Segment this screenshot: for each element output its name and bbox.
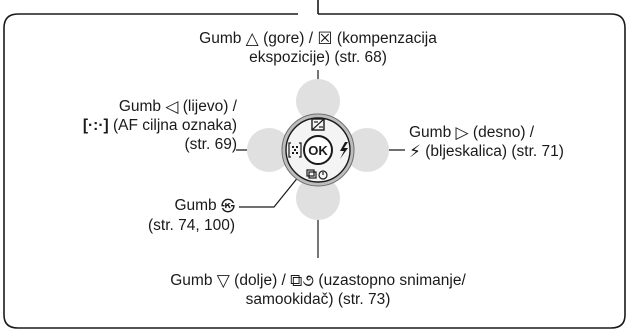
lobe-bottom [296, 176, 340, 220]
label-left-prefix: Gumb [118, 98, 162, 115]
lobe-right [345, 128, 389, 172]
label-up-suffix: (kompenzacija [336, 30, 437, 47]
label-right: Gumb ▷ (desno) / ⚡ (bljeskalica) (str. 7… [409, 123, 624, 161]
label-right-prefix: Gumb [409, 124, 452, 141]
label-down-suffix: (uzastopno snimanje/ [318, 272, 466, 289]
label-left: Gumb ◁ (lijevo) / [·:·] (AF ciljna oznak… [40, 97, 237, 154]
label-left-line2-text: (AF ciljna oznaka) [112, 117, 237, 134]
label-right-suffix: (desno) / [472, 124, 535, 141]
label-left-line3: (str. 69) [184, 136, 237, 153]
lobe-top [296, 79, 340, 123]
label-down-prefix: Gumb [170, 272, 213, 289]
af-target-icon [288, 142, 302, 158]
dial-lobes [247, 79, 389, 220]
label-up-line1: Gumb △ (gore) / ☒ (kompenzacija [140, 29, 496, 48]
label-down-middle: (dolje) / [234, 272, 286, 289]
label-up: Gumb △ (gore) / ☒ (kompenzacija ekspozic… [140, 29, 496, 67]
exposure-compensation-icon: ☒ [317, 29, 333, 49]
sequential-self-timer-icon [306, 169, 328, 180]
ok-button-icon: ㉿ [221, 199, 235, 215]
label-up-middle: (gore) / [263, 30, 314, 47]
label-up-prefix: Gumb [199, 30, 242, 47]
label-left-line2: [·:·] (AF ciljna oznaka) [40, 116, 237, 135]
label-down-line1: Gumb ▽ (dolje) / ⧉૭ (uzastopno snimanje/ [110, 271, 526, 290]
up-triangle-icon: △ [245, 29, 259, 49]
label-ok-line1: Gumb ㉿ [100, 196, 235, 216]
right-triangle-icon: ▷ [455, 123, 469, 143]
ok-center-button [303, 135, 333, 165]
label-up-line2: ekspozicije) (str. 68) [249, 49, 387, 66]
label-down: Gumb ▽ (dolje) / ⧉૭ (uzastopno snimanje/… [110, 271, 526, 309]
exposure-compensation-icon [311, 118, 325, 131]
label-left-line1: Gumb ◁ (lijevo) / [40, 97, 237, 116]
left-triangle-icon: ◁ [165, 97, 179, 117]
label-right-line1: Gumb ▷ (desno) / [409, 123, 624, 142]
label-ok-prefix: Gumb [174, 197, 217, 214]
label-left-suffix: (lijevo) / [182, 98, 237, 115]
ok-center-label: OK [308, 143, 328, 158]
frame-outline [3, 13, 626, 329]
label-ok-line2: (str. 74, 100) [147, 217, 235, 234]
label-down-line2: samookidač) (str. 73) [245, 291, 391, 308]
lobe-left [247, 128, 291, 172]
label-right-line2: ⚡ (bljeskalica) (str. 71) [409, 142, 624, 161]
flash-icon: ⚡ [409, 142, 421, 162]
sequential-self-timer-icon: ⧉૭ [290, 271, 315, 291]
af-target-icon: [·:·] [82, 117, 109, 134]
label-right-line2-text: (bljeskalica) (str. 71) [425, 143, 564, 160]
label-ok: Gumb ㉿ (str. 74, 100) [100, 196, 235, 235]
flash-icon [340, 142, 348, 159]
down-triangle-icon: ▽ [216, 271, 230, 291]
